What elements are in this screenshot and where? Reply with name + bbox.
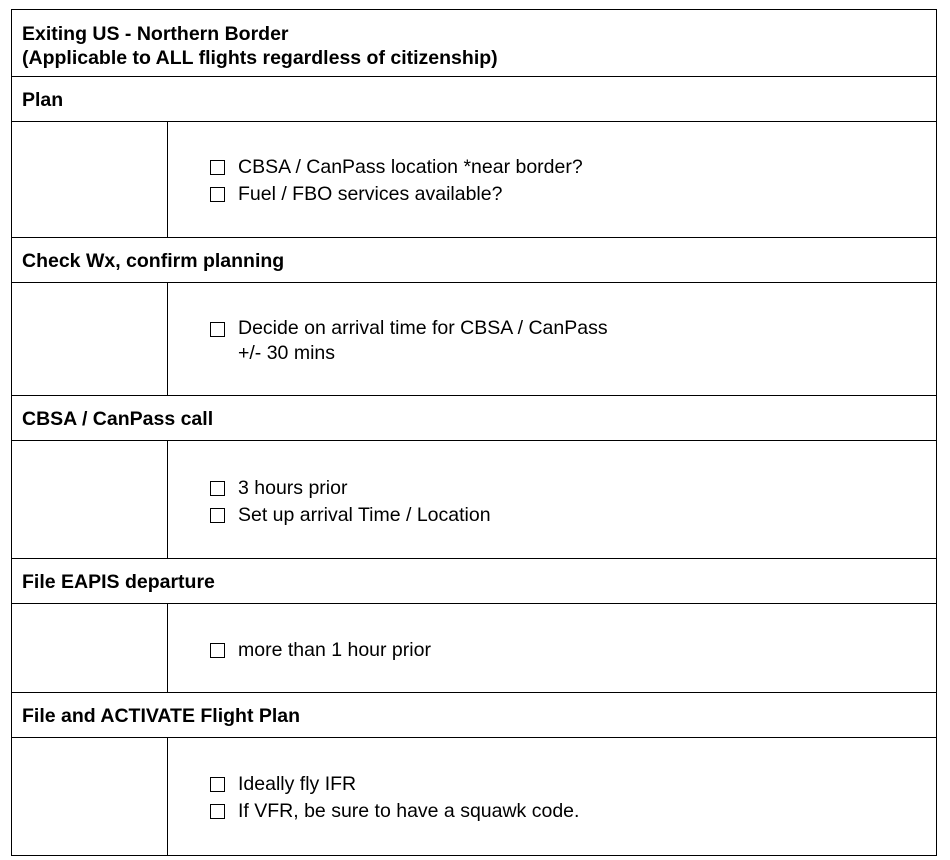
- section-header-plan: Plan: [12, 77, 936, 122]
- empty-cell: [12, 738, 168, 855]
- section-header-flight-plan: File and ACTIVATE Flight Plan: [12, 693, 936, 738]
- section-body-check-wx: Decide on arrival time for CBSA / CanPas…: [12, 283, 936, 396]
- checkbox[interactable]: [210, 804, 225, 819]
- checklist-item[interactable]: more than 1 hour prior: [210, 637, 936, 664]
- checklist-item-text: Set up arrival Time / Location: [238, 504, 491, 526]
- checkbox[interactable]: [210, 187, 225, 202]
- section-body-canpass-call: 3 hours prior Set up arrival Time / Loca…: [12, 441, 936, 559]
- section-body-eapis: more than 1 hour prior: [12, 604, 936, 693]
- checklist-items: CBSA / CanPass location *near border? Fu…: [168, 122, 936, 237]
- title-line-2: (Applicable to ALL flights regardless of…: [22, 47, 498, 69]
- checklist-item-text: Ideally fly IFR: [238, 773, 357, 795]
- title-line-1: Exiting US - Northern Border: [22, 23, 289, 45]
- checklist-item-text: If VFR, be sure to have a squawk code.: [238, 800, 580, 822]
- checklist-items: Ideally fly IFR If VFR, be sure to have …: [168, 738, 936, 855]
- section-body-flight-plan: Ideally fly IFR If VFR, be sure to have …: [12, 738, 936, 856]
- checkbox[interactable]: [210, 481, 225, 496]
- checklist-items: 3 hours prior Set up arrival Time / Loca…: [168, 441, 936, 558]
- checklist-item[interactable]: Ideally fly IFR: [210, 771, 936, 798]
- checkbox[interactable]: [210, 508, 225, 523]
- checklist-item[interactable]: Decide on arrival time for CBSA / CanPas…: [210, 316, 936, 366]
- section-body-plan: CBSA / CanPass location *near border? Fu…: [12, 122, 936, 238]
- checklist-item[interactable]: Fuel / FBO services available?: [210, 181, 936, 208]
- checklist-items: more than 1 hour prior: [168, 604, 936, 692]
- checklist-item[interactable]: Set up arrival Time / Location: [210, 502, 936, 529]
- checklist-items: Decide on arrival time for CBSA / CanPas…: [168, 283, 936, 395]
- section-header-canpass-call: CBSA / CanPass call: [12, 396, 936, 441]
- checklist-table: Exiting US - Northern Border (Applicable…: [11, 9, 937, 856]
- checkbox[interactable]: [210, 643, 225, 658]
- document-title: Exiting US - Northern Border (Applicable…: [12, 10, 936, 77]
- checkbox[interactable]: [210, 160, 225, 175]
- section-header-check-wx: Check Wx, confirm planning: [12, 238, 936, 283]
- empty-cell: [12, 283, 168, 395]
- checklist-item-text: 3 hours prior: [238, 477, 348, 499]
- checklist-item-text: Fuel / FBO services available?: [238, 183, 503, 205]
- checklist-item-text: more than 1 hour prior: [238, 639, 431, 661]
- checklist-item[interactable]: CBSA / CanPass location *near border?: [210, 154, 936, 181]
- checkbox[interactable]: [210, 322, 225, 337]
- empty-cell: [12, 122, 168, 237]
- checkbox[interactable]: [210, 777, 225, 792]
- empty-cell: [12, 604, 168, 692]
- checklist-item-text: CBSA / CanPass location *near border?: [238, 156, 583, 178]
- checklist-item[interactable]: 3 hours prior: [210, 475, 936, 502]
- checklist-item[interactable]: If VFR, be sure to have a squawk code.: [210, 798, 936, 825]
- section-header-eapis: File EAPIS departure: [12, 559, 936, 604]
- checklist-item-text: Decide on arrival time for CBSA / CanPas…: [238, 317, 608, 364]
- empty-cell: [12, 441, 168, 558]
